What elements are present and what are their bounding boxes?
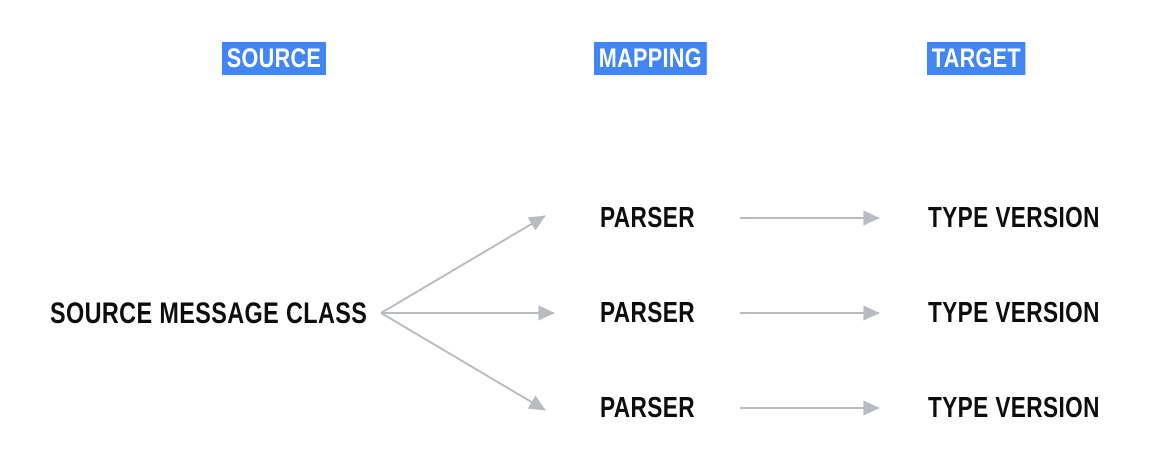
column-header-source: SOURCE (222, 42, 326, 75)
parser-node-2: PARSER (600, 297, 695, 329)
column-header-target: TARGET (927, 42, 1026, 75)
source-message-class-node: SOURCE MESSAGE CLASS (50, 297, 368, 330)
parser-node-3: PARSER (600, 392, 695, 424)
connector-source-to-parser-1 (380, 215, 546, 314)
type-version-node-3: TYPE VERSION (928, 392, 1100, 424)
parser-node-1: PARSER (600, 202, 695, 234)
connector-source-to-parser-3 (380, 312, 546, 411)
column-header-mapping: MAPPING (594, 42, 707, 75)
type-version-node-2: TYPE VERSION (928, 297, 1100, 329)
type-version-node-1: TYPE VERSION (928, 202, 1100, 234)
